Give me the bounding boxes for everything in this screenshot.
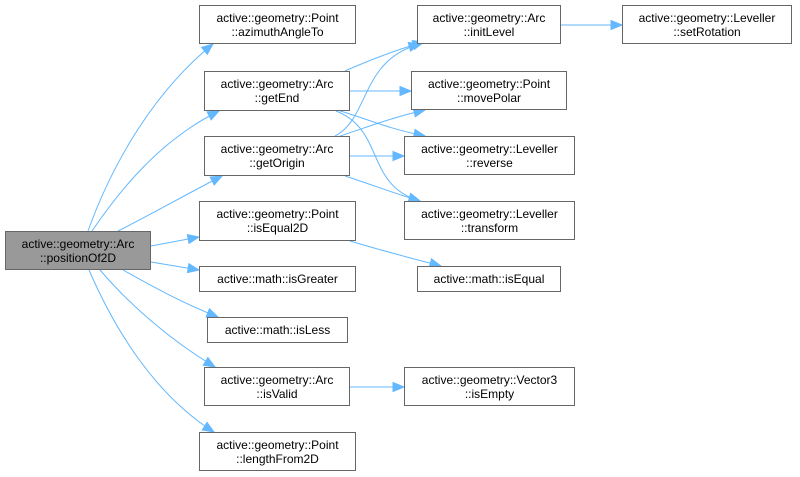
node-getEnd[interactable]: active::geometry::Arc::getEnd xyxy=(204,71,350,111)
edge-positionOf2D-to-getEnd xyxy=(91,110,220,232)
node-isGreater[interactable]: active::math::isGreater xyxy=(199,266,356,292)
node-label-line1: active::geometry::Point xyxy=(427,76,551,91)
edge-getOrigin-to-initLevel xyxy=(334,43,421,137)
edge-positionOf2D-to-lengthFrom2D-arrowhead xyxy=(201,421,216,433)
node-isEqual[interactable]: active::math::isEqual xyxy=(417,266,561,292)
node-label-line2: ::getOrigin xyxy=(249,156,305,170)
node-setRotation[interactable]: active::geometry::Leveller::setRotation xyxy=(622,5,792,44)
node-isEmpty[interactable]: active::geometry::Vector3::isEmpty xyxy=(404,367,575,406)
node-label-line2: ::isEqual2D xyxy=(246,221,309,235)
node-label-line2: ::transform xyxy=(460,220,519,235)
edge-positionOf2D-to-lengthFrom2D xyxy=(88,269,215,433)
node-label-line2: ::getEnd xyxy=(254,91,300,105)
node-isEqual2D[interactable]: active::geometry::Point::isEqual2D xyxy=(199,201,356,241)
node-label-line1: active::math::isGreater xyxy=(217,272,338,286)
node-label-line1: active::geometry::Vector3 xyxy=(421,372,558,387)
node-getOrigin[interactable]: active::geometry::Arc::getOrigin xyxy=(204,136,350,176)
edge-positionOf2D-to-isEqual2D-arrowhead xyxy=(186,233,201,245)
edge-getOrigin-to-movePolar xyxy=(339,109,426,137)
node-lengthFrom2D[interactable]: active::geometry::Point::lengthFrom2D xyxy=(199,432,356,471)
node-positionOf2D: active::geometry::Arc::positionOf2D xyxy=(5,231,151,270)
node-label-line1: active::geometry::Arc xyxy=(220,142,334,156)
node-label-line2: ::positionOf2D xyxy=(39,250,117,265)
edge-positionOf2D-to-isValid xyxy=(99,269,216,368)
edge-positionOf2D-to-isLess-arrowhead xyxy=(205,307,220,318)
edge-getOrigin-to-reverse-arrowhead xyxy=(392,150,406,162)
edge-positionOf2D-to-getOrigin-arrowhead xyxy=(209,175,224,186)
node-label-line2: ::isEmpty xyxy=(464,386,515,401)
node-reverse[interactable]: active::geometry::Leveller::reverse xyxy=(404,136,575,175)
edge-getOrigin-to-initLevel-arrowhead xyxy=(407,41,422,53)
node-label-line2: ::lengthFrom2D xyxy=(236,451,319,466)
edge-getOrigin-to-transform xyxy=(344,175,421,202)
node-label-line1: active::geometry::Leveller xyxy=(638,10,776,25)
node-label-line2: ::movePolar xyxy=(456,90,522,105)
node-isLess[interactable]: active::math::isLess xyxy=(207,317,348,343)
edge-isEqual2D-to-isEqual xyxy=(349,240,442,267)
edge-positionOf2D-to-getEnd-arrowhead xyxy=(206,110,221,121)
node-movePolar[interactable]: active::geometry::Point::movePolar xyxy=(411,71,567,110)
node-label-line2: ::initLevel xyxy=(463,24,515,39)
node-label-line1: active::geometry::Arc xyxy=(220,77,334,91)
node-label-line1: active::math::isEqual xyxy=(433,272,545,286)
edge-getEnd-to-transform xyxy=(335,110,421,202)
edge-positionOf2D-to-isGreater-arrowhead xyxy=(186,262,201,274)
node-label-line2: ::azimuthAngleTo xyxy=(231,24,324,39)
node-label-line2: ::isValid xyxy=(256,386,298,401)
node-label-line2: ::reverse xyxy=(466,155,513,170)
node-label-line1: active::geometry::Point xyxy=(216,10,339,25)
edge-positionOf2D-to-isLess xyxy=(122,269,219,318)
node-label-line1: active::geometry::Arc xyxy=(21,236,135,251)
node-label-line2: ::setRotation xyxy=(673,24,741,39)
node-label-line1: active::math::isLess xyxy=(224,323,331,337)
node-azimuthAngleTo[interactable]: active::geometry::Point::azimuthAngleTo xyxy=(199,5,356,44)
node-label-line1: active::geometry::Arc xyxy=(220,372,334,387)
node-transform[interactable]: active::geometry::Leveller::transform xyxy=(404,201,575,240)
edge-getEnd-to-reverse xyxy=(339,110,426,137)
node-label-line1: active::geometry::Arc xyxy=(432,10,546,25)
node-label-line1: active::geometry::Point xyxy=(216,437,339,452)
edge-initLevel-to-setRotation-arrowhead xyxy=(610,19,624,31)
edge-positionOf2D-to-azimuthAngleTo-arrowhead xyxy=(200,43,215,56)
node-isValid[interactable]: active::geometry::Arc::isValid xyxy=(204,367,350,406)
node-label-line1: active::geometry::Leveller xyxy=(421,141,558,156)
edge-positionOf2D-to-getOrigin xyxy=(117,175,223,232)
edge-positionOf2D-to-isValid-arrowhead xyxy=(202,356,217,368)
node-initLevel[interactable]: active::geometry::Arc::initLevel xyxy=(417,5,561,44)
edge-getEnd-to-movePolar-arrowhead xyxy=(399,85,413,97)
node-label-line1: active::geometry::Point xyxy=(216,207,339,221)
node-label-line1: active::geometry::Leveller xyxy=(421,206,558,221)
edge-isValid-to-isEmpty-arrowhead xyxy=(392,381,406,393)
edge-positionOf2D-to-azimuthAngleTo xyxy=(87,43,214,232)
